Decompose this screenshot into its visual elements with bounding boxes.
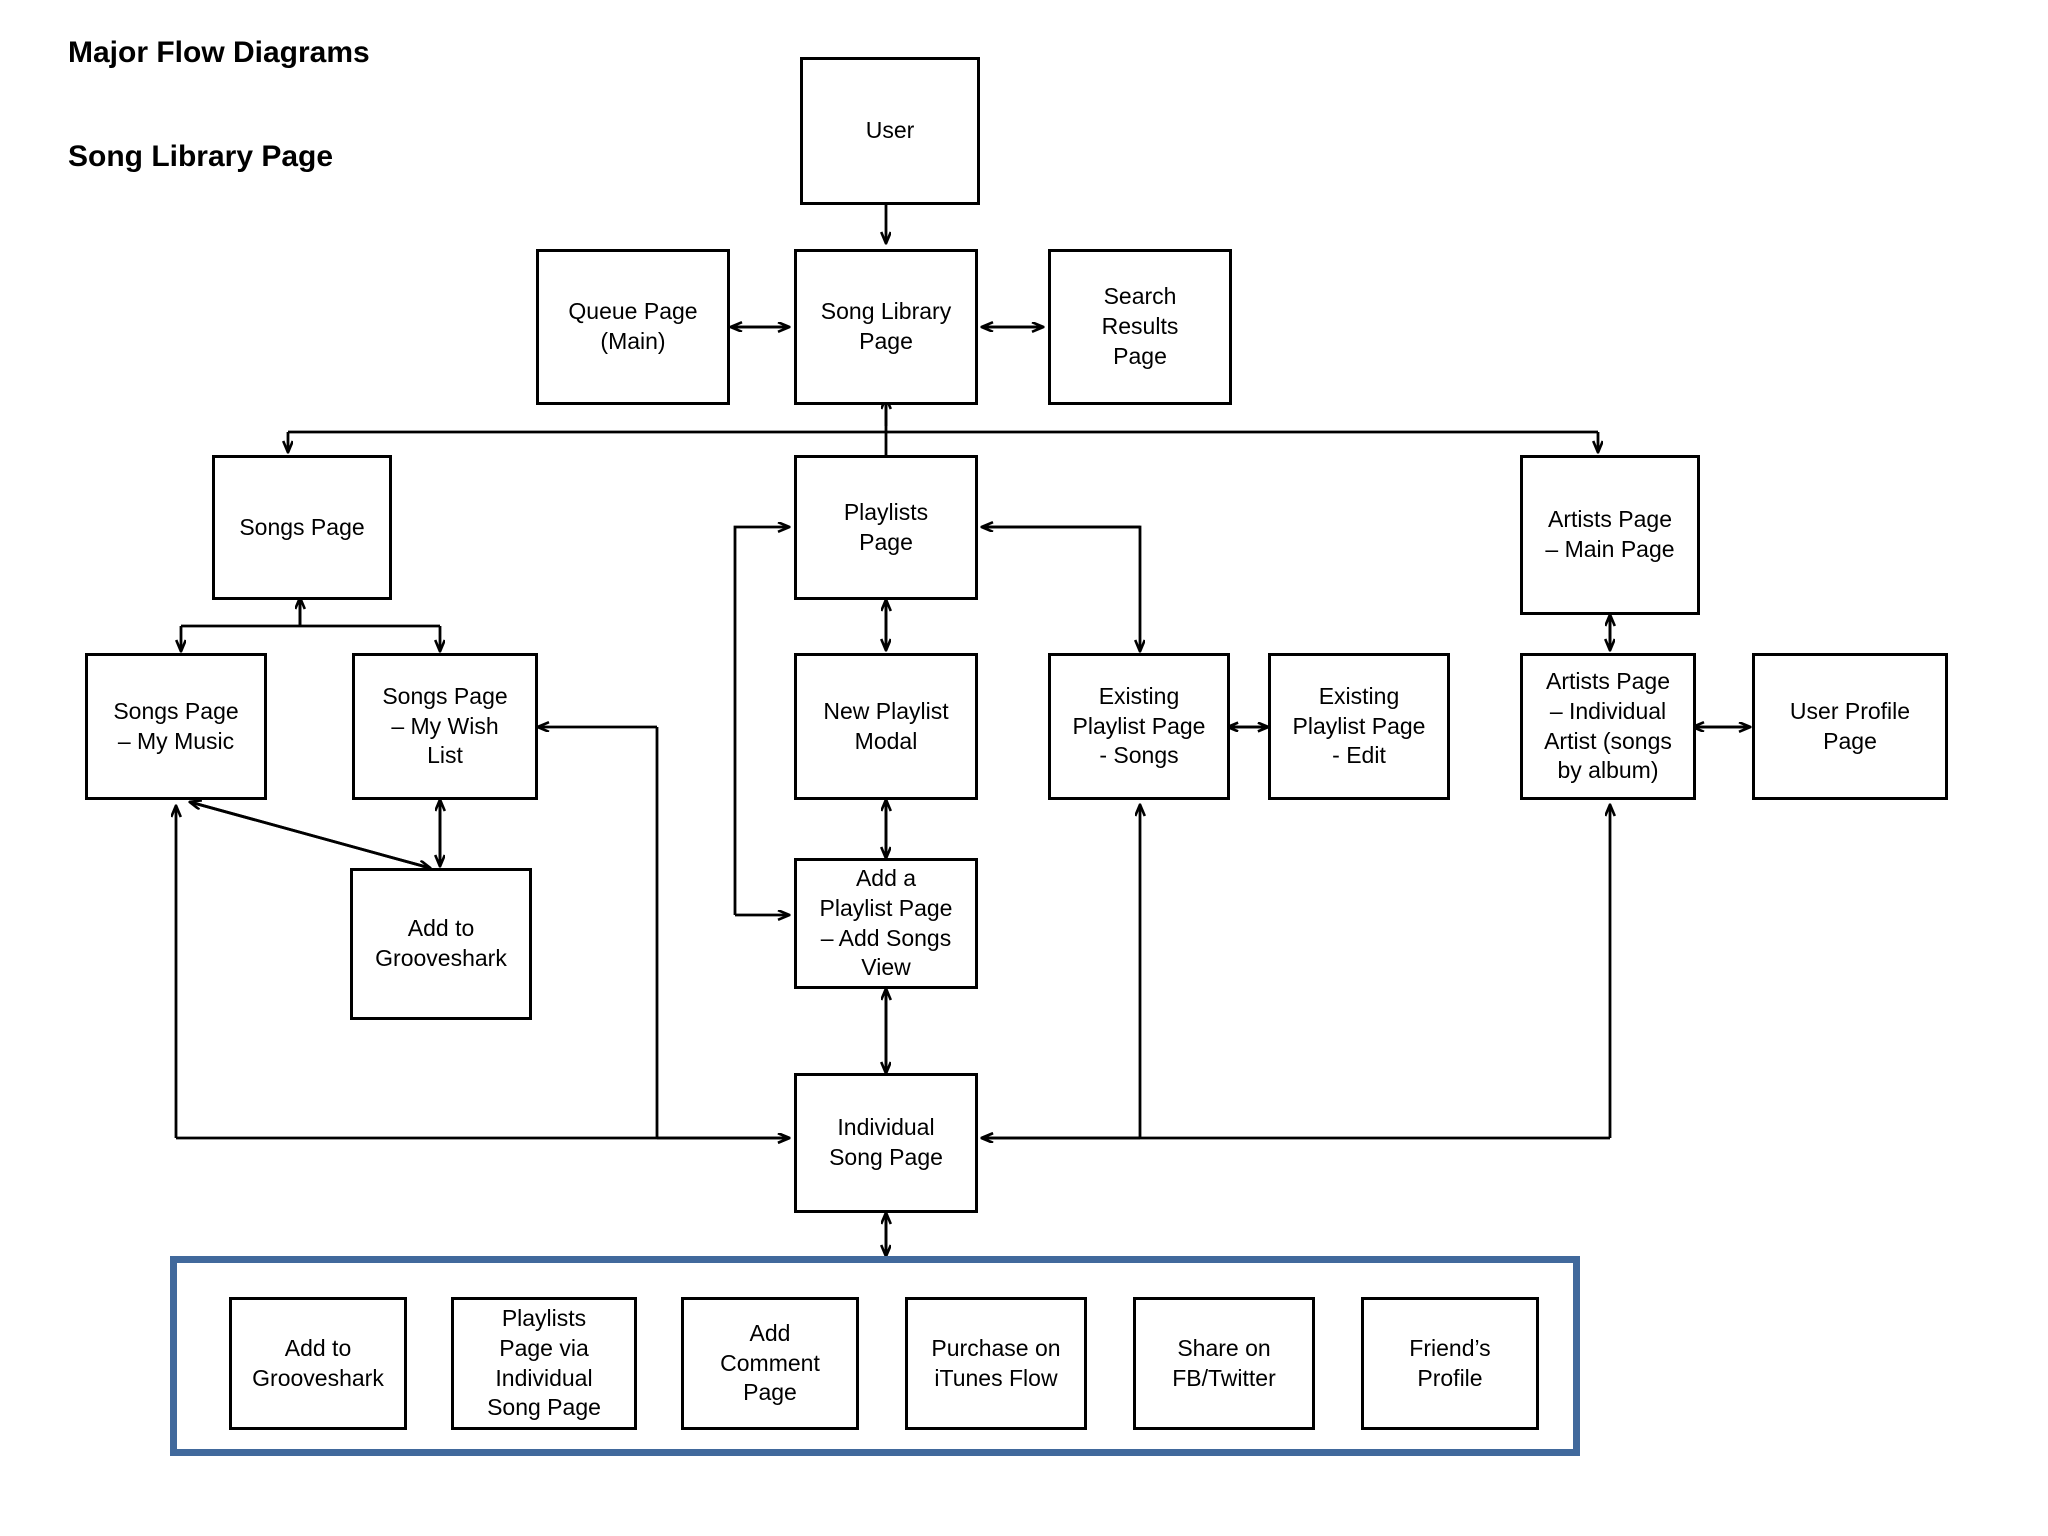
node-queue-page[interactable]: Queue Page(Main) xyxy=(536,249,730,405)
page-title: Major Flow Diagrams xyxy=(68,36,370,69)
node-user[interactable]: User xyxy=(800,57,980,205)
node-songs-page-my-music-label: Songs Page– My Music xyxy=(113,697,239,754)
page-subtitle: Song Library Page xyxy=(68,140,334,173)
node-artists-page-main-label: Artists Page– Main Page xyxy=(1545,506,1675,562)
node-artists-page-main[interactable]: Artists Page– Main Page xyxy=(1520,455,1700,615)
node-songs-page-my-music[interactable]: Songs Page– My Music xyxy=(85,653,267,800)
node-songs-page-label: Songs Page xyxy=(239,513,365,540)
node-songs-page[interactable]: Songs Page xyxy=(212,455,392,600)
node-user-label: User xyxy=(865,117,915,144)
node-queue-page-label: Queue Page(Main) xyxy=(568,298,698,354)
